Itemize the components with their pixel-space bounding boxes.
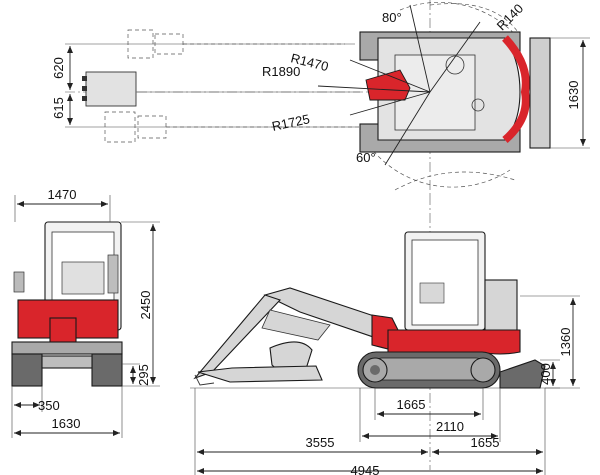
track-width-label: 350 [38, 398, 60, 413]
boom-arm [193, 287, 383, 386]
offset-bottom-label: 615 [51, 97, 66, 119]
side-view: 1360 400 1665 2110 3555 1655 4945 [190, 195, 580, 475]
front-overall-width-label: 1630 [52, 416, 81, 431]
front-height-label: 2450 [138, 291, 153, 320]
rear-length-label: 1655 [471, 435, 500, 450]
radius-r140-label: R140 [494, 1, 527, 34]
radius-r1725-label: R1725 [271, 111, 312, 134]
offset-top-label: 620 [51, 57, 66, 79]
angle-bottom-label: 60° [356, 150, 376, 165]
upper-structure-plan [317, 4, 551, 166]
track-length-outer-label: 2110 [436, 419, 464, 434]
plan-height-label: 1630 [566, 81, 581, 110]
ground-clearance-label: 295 [136, 364, 151, 386]
radius-r1890-label: R1890 [262, 64, 300, 79]
angle-top-label: 80° [382, 10, 402, 25]
track-length-inner-label: 1665 [397, 397, 426, 412]
blade-height-label: 400 [538, 363, 553, 385]
ghost-boom-bottom [104, 111, 360, 143]
front-reach-label: 3555 [306, 435, 335, 450]
overall-length-label: 4945 [351, 463, 380, 475]
ghost-boom-top [127, 29, 345, 59]
front-view: 1470 2450 295 350 1630 [11, 187, 160, 438]
cab-height-label: 1360 [558, 328, 573, 357]
front-width-top-label: 1470 [48, 187, 77, 202]
plan-view: 80° 60° R140 R1470 R1890 R1725 1630 620 … [51, 0, 590, 195]
bucket-plan [82, 71, 137, 107]
